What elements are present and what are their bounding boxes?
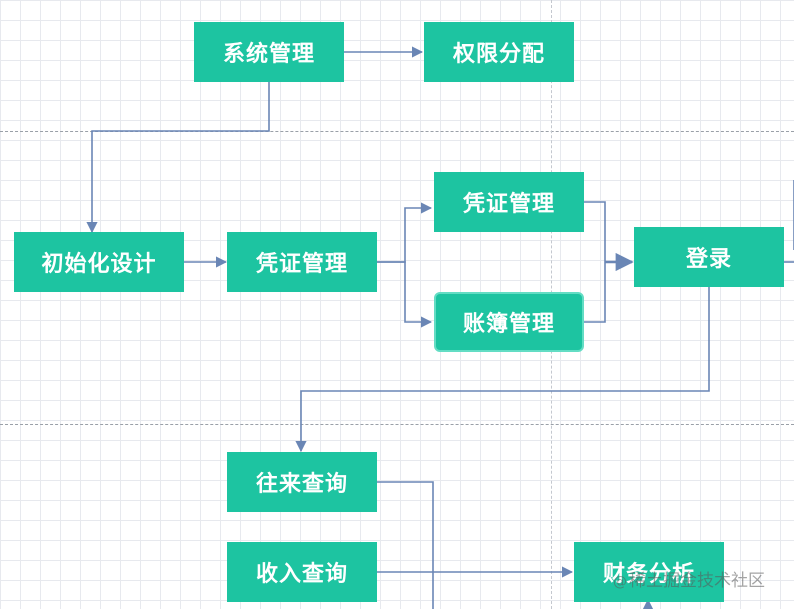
node-voucher-management-branch[interactable]: 凭证管理 xyxy=(434,172,584,232)
watermark-at: @ xyxy=(613,574,627,590)
node-label: 登录 xyxy=(685,247,732,272)
edge-transaction-query-down[interactable] xyxy=(377,481,434,609)
node-label: 凭证管理 xyxy=(255,252,348,277)
node-label: 账簿管理 xyxy=(462,312,555,337)
node-label: 系统管理 xyxy=(222,42,315,67)
edge-ledger-to-login[interactable] xyxy=(584,262,606,323)
node-voucher-management[interactable]: 凭证管理 xyxy=(227,232,377,292)
watermark-text: 稀土掘金技术社区 xyxy=(629,571,765,591)
node-label: 收入查询 xyxy=(255,562,348,587)
edge-voucher-branch-to-login[interactable] xyxy=(584,201,606,262)
node-label: 凭证管理 xyxy=(462,192,555,217)
node-income-query[interactable]: 收入查询 xyxy=(227,542,377,602)
node-permission-assignment[interactable]: 权限分配 xyxy=(424,22,574,82)
node-initialization-design[interactable]: 初始化设计 xyxy=(14,232,184,292)
node-login[interactable]: 登录 xyxy=(634,227,784,287)
node-label: 权限分配 xyxy=(452,42,545,67)
node-system-management[interactable]: 系统管理 xyxy=(194,22,344,82)
lane-separator-bottom xyxy=(0,424,794,425)
lane-separator-top xyxy=(0,131,794,132)
edge-voucher-to-voucher-branch[interactable] xyxy=(377,202,433,263)
edge-login-to-transaction-query[interactable] xyxy=(295,287,710,453)
node-label: 初始化设计 xyxy=(41,252,157,277)
edge-system-to-init[interactable] xyxy=(86,82,270,234)
watermark: @稀土掘金技术社区 xyxy=(613,566,765,591)
node-label: 往来查询 xyxy=(255,472,348,497)
edge-voucher-to-ledger[interactable] xyxy=(377,261,433,328)
node-transaction-query[interactable]: 往来查询 xyxy=(227,452,377,512)
node-ledger-management[interactable]: 账簿管理 xyxy=(434,292,584,352)
